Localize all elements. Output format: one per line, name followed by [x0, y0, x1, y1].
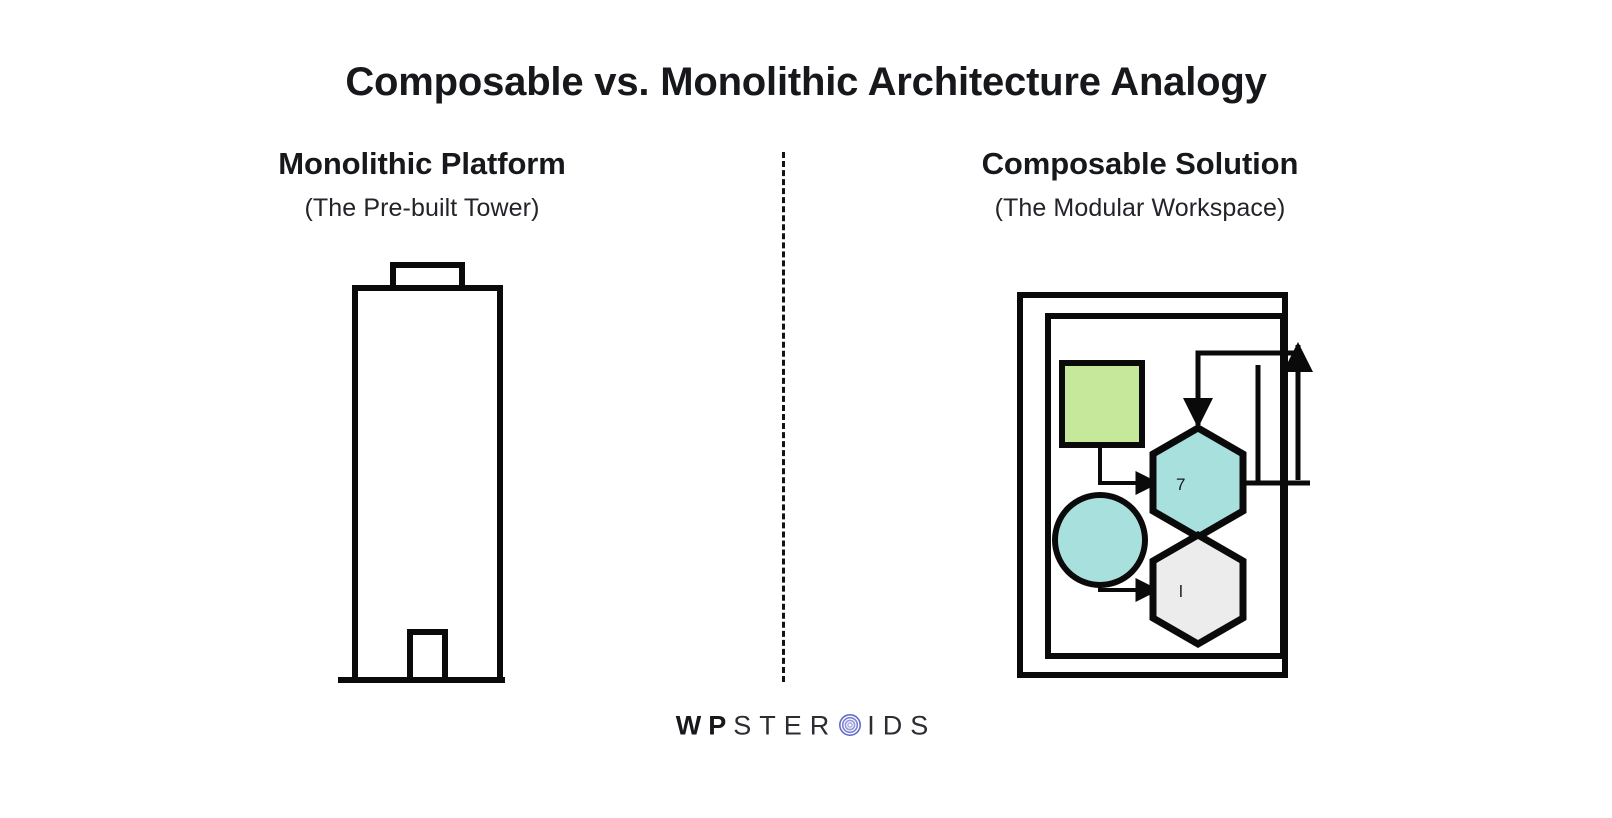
- spiral-o-mark-icon: [838, 713, 862, 741]
- column-subheading-composable: (The Modular Workspace): [994, 193, 1286, 222]
- vertical-dashed-divider: [782, 152, 785, 682]
- logo-text-ster: STER: [733, 710, 838, 741]
- teal-hexagon-label: 7: [1176, 475, 1185, 494]
- green-square-module: [1059, 360, 1145, 448]
- connector-down-to-teal-hexagon: [1183, 350, 1300, 428]
- workspace-inner-frame: [1045, 313, 1286, 659]
- modular-workspace-illustration: 7 l: [1017, 292, 1313, 678]
- column-composable: Composable Solution (The Modular Workspa…: [790, 145, 1490, 224]
- page-title: Composable vs. Monolithic Architecture A…: [345, 60, 1267, 104]
- grey-hexagon-label: l: [1179, 582, 1183, 601]
- column-heading-monolithic: Monolithic Platform: [278, 146, 566, 181]
- tower-door: [407, 629, 448, 682]
- connector-green-square-to-teal-hexagon: [1098, 445, 1160, 495]
- column-subheading-monolithic: (The Pre-built Tower): [304, 193, 540, 222]
- tower-roof-box: [390, 262, 465, 290]
- column-heading-composable: Composable Solution: [981, 146, 1299, 181]
- tower-illustration: [338, 262, 505, 683]
- tower-body: [352, 285, 503, 678]
- teal-hexagon-module: 7: [1149, 423, 1247, 542]
- column-monolithic: Monolithic Platform (The Pre-built Tower…: [72, 145, 772, 224]
- grey-hexagon-module: l: [1149, 530, 1247, 649]
- logo-text-ids: IDS: [867, 710, 937, 741]
- wpsteroids-logo: WPSTER IDS: [0, 712, 1612, 740]
- logo-text-wp: WP: [675, 710, 734, 741]
- teal-circle-module: [1052, 492, 1148, 588]
